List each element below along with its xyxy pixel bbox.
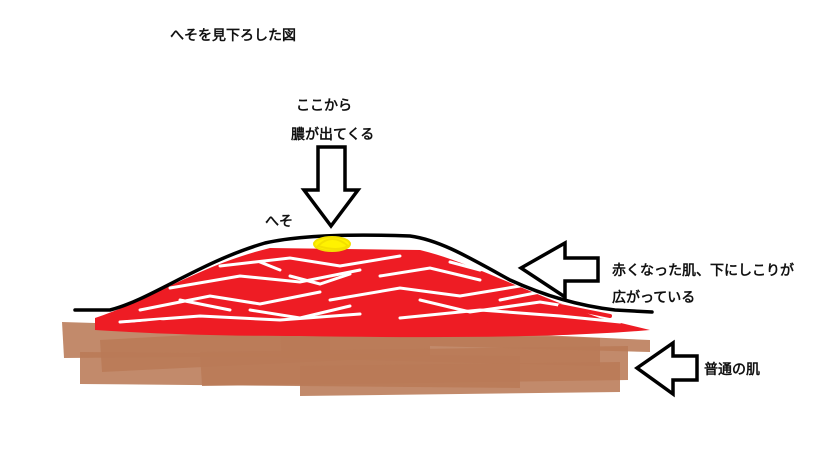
navel-label: へそ — [265, 214, 293, 230]
pus-label-line2: 膿が出てくる — [291, 127, 375, 143]
normal-skin-arrow — [633, 339, 699, 398]
pus-label-line1: ここから — [296, 98, 352, 114]
inflamed-arrow — [517, 239, 600, 301]
diagram-title: へそを見下ろした図 — [170, 28, 296, 44]
pus-blob — [313, 236, 351, 252]
inflamed-label-line2: 広がっている — [612, 290, 696, 306]
normal-skin-label: 普通の肌 — [704, 362, 760, 378]
skin-outline — [73, 233, 654, 314]
inflamed-skin-area — [95, 248, 650, 338]
pus-arrow — [300, 145, 362, 229]
inflamed-label-line1: 赤くなった肌、下にしこりが — [612, 263, 794, 279]
